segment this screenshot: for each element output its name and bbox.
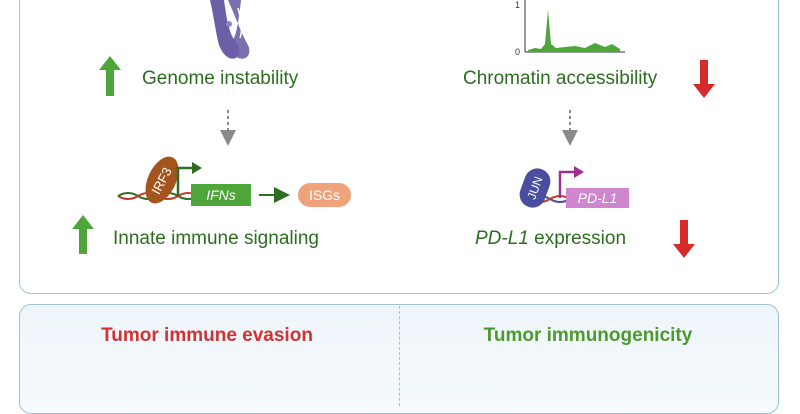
- ifns-gene-box: IFNs: [191, 184, 251, 206]
- genome-instability-label: Genome instability: [142, 68, 299, 89]
- promoter-arrow-icon: [558, 166, 584, 198]
- chromosome-icon: [210, 0, 250, 59]
- pdl1-expression-label: PD-L1 expression: [475, 228, 626, 250]
- isgs-label: ISGs: [309, 187, 340, 203]
- irf3-icon: IRF3: [145, 156, 179, 204]
- isgs-tag: ISGs: [298, 183, 351, 207]
- chromatin-accessibility-label: Chromatin accessibility: [463, 68, 658, 89]
- accessibility-peak: [528, 10, 620, 52]
- pdl1-gene-name: PD-L1: [475, 228, 529, 249]
- promoter-arrow-icon: [176, 162, 202, 196]
- up-arrow-icon: [72, 215, 94, 254]
- tumor-immune-evasion-title: Tumor immune evasion: [101, 325, 313, 346]
- innate-immune-signaling-label: Innate immune signaling: [113, 228, 319, 249]
- ifns-label: IFNs: [206, 187, 236, 203]
- tumor-immunogenicity-title: Tumor immunogenicity: [483, 325, 693, 346]
- accessibility-plot: 1 0: [515, 0, 625, 57]
- mechanism-panel: [19, 0, 779, 294]
- up-arrow-icon: [99, 56, 121, 96]
- down-arrow-icon: [673, 220, 695, 258]
- expression-word: expression: [528, 228, 627, 249]
- plot-y-max: 1: [515, 0, 520, 10]
- down-arrow-icon: [693, 60, 715, 98]
- jun-icon: JUN: [519, 168, 551, 208]
- outcome-divider: [399, 306, 400, 406]
- pdl1-gene-box: PD-L1: [566, 188, 629, 208]
- pdl1-box-label: PD-L1: [578, 190, 618, 206]
- diagram-art: 1 0 IRF3 IFNs ISGs JUN PD-L1: [72, 0, 715, 258]
- plot-y-min: 0: [515, 47, 520, 57]
